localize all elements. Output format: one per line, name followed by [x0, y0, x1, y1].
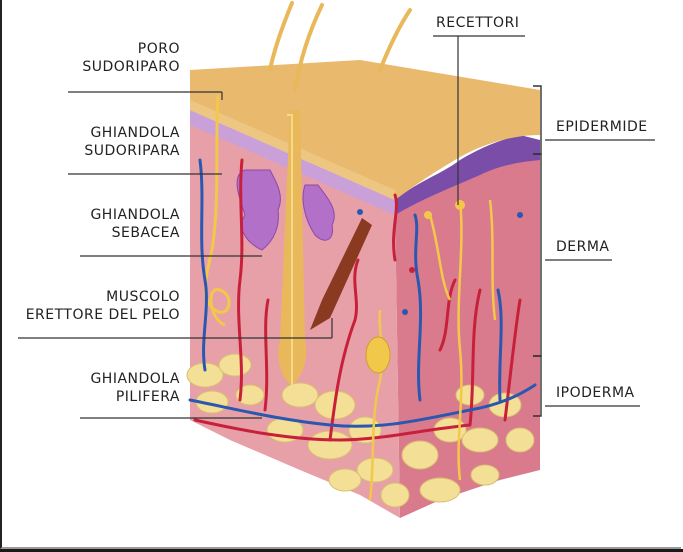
label-line: SUDORIPARA	[68, 142, 180, 160]
receptor-point	[455, 200, 465, 210]
label-derma: DERMA	[556, 238, 610, 256]
label-line: PILIFERA	[68, 388, 180, 406]
label-line: MUSCOLO	[18, 288, 180, 306]
pacinian-receptor	[366, 337, 390, 373]
label-line: SUDORIPARO	[68, 58, 180, 76]
label-recettori: RECETTORI	[436, 14, 519, 32]
label-line: GHIANDOLA	[68, 206, 180, 224]
label-epidermide: EPIDERMIDE	[556, 118, 648, 136]
label-line: SEBACEA	[68, 224, 180, 242]
label-line: GHIANDOLA	[68, 124, 180, 142]
label-muscolo-erettore: MUSCOLO ERETTORE DEL PELO	[18, 288, 180, 324]
label-ipoderma: IPODERMA	[556, 384, 635, 402]
label-line: PORO	[68, 40, 180, 58]
label-poro-sudoriparo: PORO SUDORIPARO	[68, 40, 180, 76]
label-line: GHIANDOLA	[68, 370, 180, 388]
label-ghiandola-pilifera: GHIANDOLA PILIFERA	[68, 370, 180, 406]
label-line: ERETTORE DEL PELO	[18, 306, 180, 324]
label-ghiandola-sudoripara: GHIANDOLA SUDORIPARA	[68, 124, 180, 160]
label-ghiandola-sebacea: GHIANDOLA SEBACEA	[68, 206, 180, 242]
